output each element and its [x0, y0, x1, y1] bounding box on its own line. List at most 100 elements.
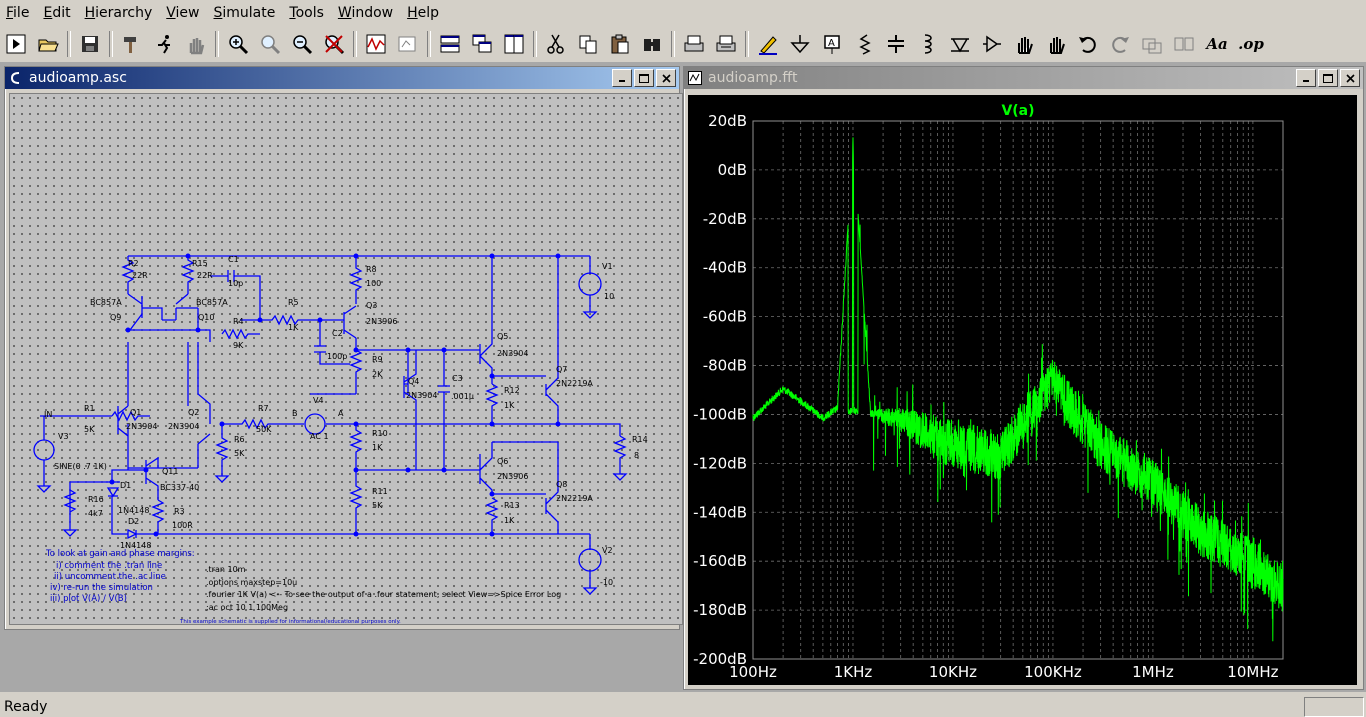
component-label: Q8 — [556, 480, 567, 489]
minimize-button[interactable] — [1296, 69, 1316, 87]
drag-button[interactable] — [1042, 30, 1070, 58]
component-label: 1K — [372, 443, 383, 452]
tile-horizontal-icon — [440, 35, 460, 53]
mirror-icon — [1174, 37, 1194, 51]
component-label: B — [292, 409, 298, 418]
inductor-button[interactable] — [914, 30, 942, 58]
y-tick-label: -180dB — [693, 601, 747, 619]
x-tick-label: 1KHz — [834, 663, 873, 681]
toolbar-separator — [67, 31, 71, 57]
component-label: R7 — [258, 404, 269, 413]
label-button[interactable]: A — [818, 30, 846, 58]
minimize-button[interactable] — [612, 69, 632, 87]
tile-horizontal-button[interactable] — [436, 30, 464, 58]
inductor-icon — [924, 34, 932, 54]
spice-directive-button[interactable]: .op — [1236, 30, 1266, 58]
maximize-button[interactable] — [1318, 69, 1338, 87]
menu-help[interactable]: Help — [407, 5, 440, 21]
text-button[interactable]: Aa — [1202, 30, 1232, 58]
component-label: 2N3904 — [126, 422, 157, 431]
tile-icon — [504, 34, 524, 54]
x-tick-label: 10KHz — [929, 663, 977, 681]
rotate-button[interactable] — [1138, 30, 1166, 58]
component-label: BC857A — [90, 298, 122, 307]
component-label: 2N2219A — [556, 379, 593, 388]
component-label: R15 — [192, 259, 208, 268]
resistor-icon — [859, 34, 871, 55]
zoom-in-button[interactable] — [224, 30, 252, 58]
hammer-button[interactable] — [118, 30, 146, 58]
component-label: 1K — [504, 401, 515, 410]
cut-icon — [547, 34, 564, 54]
menu-simulate[interactable]: Simulate — [213, 5, 276, 21]
component-label: R16 — [88, 495, 104, 504]
maximize-button[interactable] — [634, 69, 654, 87]
redo-button[interactable] — [1106, 30, 1134, 58]
component-label: 2N2219A — [556, 494, 593, 503]
run-button[interactable] — [2, 30, 30, 58]
component-label: 1N4148 — [120, 541, 151, 550]
undo-icon — [1079, 36, 1096, 53]
resistor-button[interactable] — [850, 30, 878, 58]
paste-button[interactable] — [606, 30, 634, 58]
component-label: 2K — [372, 370, 383, 379]
menu-window[interactable]: Window — [337, 5, 394, 21]
autorange-button[interactable] — [394, 30, 422, 58]
print-button[interactable] — [712, 30, 740, 58]
zoom-cancel-button[interactable] — [320, 30, 348, 58]
y-tick-label: -200dB — [693, 650, 747, 668]
diode-icon — [951, 38, 969, 53]
plot-frame — [752, 120, 1284, 660]
capacitor-button[interactable] — [882, 30, 910, 58]
copy-icon — [579, 35, 597, 54]
component-label: R14 — [632, 435, 648, 444]
cascade-button[interactable] — [468, 30, 496, 58]
menu-hierarchy[interactable]: Hierarchy — [84, 5, 153, 21]
move-button[interactable] — [1010, 30, 1038, 58]
zoom-full-button[interactable] — [256, 30, 284, 58]
capacitor-icon — [888, 35, 904, 53]
undo-button[interactable] — [1074, 30, 1102, 58]
close-button[interactable] — [1340, 69, 1360, 87]
component-button[interactable] — [978, 30, 1006, 58]
halt-hand-button[interactable] — [182, 30, 210, 58]
menu-edit[interactable]: Edit — [43, 5, 71, 21]
menu-view[interactable]: View — [166, 5, 200, 21]
autorange-icon — [398, 36, 416, 52]
minimize-icon — [619, 80, 625, 82]
drag-icon — [1050, 37, 1065, 54]
print-preview-button[interactable] — [680, 30, 708, 58]
menu-file[interactable]: File — [6, 5, 30, 21]
close-icon — [1345, 73, 1355, 83]
diode-button[interactable] — [946, 30, 974, 58]
label-icon: A — [824, 35, 840, 54]
save-button[interactable] — [76, 30, 104, 58]
spice-directive: .tran 10m — [206, 565, 246, 574]
close-button[interactable] — [656, 69, 676, 87]
zoom-in-icon — [229, 35, 249, 55]
component-label: 2N3906 — [497, 472, 528, 481]
pencil-button[interactable] — [754, 30, 782, 58]
running-man-button[interactable] — [150, 30, 178, 58]
copy-button[interactable] — [574, 30, 602, 58]
component-label: R4 — [233, 317, 244, 326]
component-label: 2N3904 — [168, 422, 199, 431]
plot-titlebar[interactable]: audioamp.fft — [684, 67, 1363, 89]
comment-note: i) comment the .tran line — [56, 561, 162, 571]
x-tick-label: 100KHz — [1024, 663, 1082, 681]
mirror-button[interactable] — [1170, 30, 1198, 58]
component-label: IN — [44, 410, 52, 419]
find-button[interactable] — [638, 30, 666, 58]
open-folder-button[interactable] — [34, 30, 62, 58]
cut-button[interactable] — [542, 30, 570, 58]
zoom-out-button[interactable] — [288, 30, 316, 58]
menu-tools[interactable]: Tools — [289, 5, 324, 21]
schematic-titlebar[interactable]: audioamp.asc — [5, 67, 679, 89]
ground-button[interactable] — [786, 30, 814, 58]
tile-button[interactable] — [500, 30, 528, 58]
spice-directive: ;ac oct 10 1 100Meg — [206, 603, 288, 612]
print-preview-icon — [684, 35, 704, 52]
waveform-button[interactable] — [362, 30, 390, 58]
